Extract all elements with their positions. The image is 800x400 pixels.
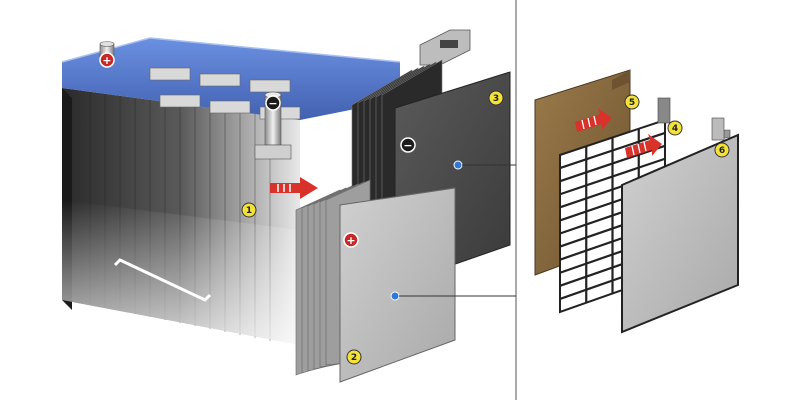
negative-terminal-symbol: − (268, 97, 277, 110)
callout-5: 5 (624, 94, 640, 110)
callout-6: 6 (714, 142, 730, 158)
callout-2: 2 (346, 349, 362, 365)
single-plate (621, 117, 739, 334)
callout-2-label: 2 (351, 353, 357, 363)
positive-terminal-symbol: + (102, 54, 111, 67)
callout-6-label: 6 (719, 146, 725, 156)
callout-1: 1 (241, 202, 257, 218)
positive-terminal: + (99, 41, 115, 68)
battery-case (62, 88, 300, 345)
callout-4: 4 (667, 120, 683, 136)
callout-3: 3 (488, 90, 504, 106)
positive-plate-stack: + (295, 179, 456, 383)
callout-1-label: 1 (246, 206, 252, 216)
callout-4-label: 4 (672, 124, 678, 134)
negative-plate-symbol: − (403, 139, 412, 152)
negative-terminal: − (254, 91, 292, 160)
callout-3-label: 3 (493, 94, 499, 104)
arrow-icon (270, 177, 318, 199)
positive-plate-symbol: + (346, 234, 355, 247)
callout-5-label: 5 (629, 98, 635, 108)
battery-lid (61, 37, 401, 120)
